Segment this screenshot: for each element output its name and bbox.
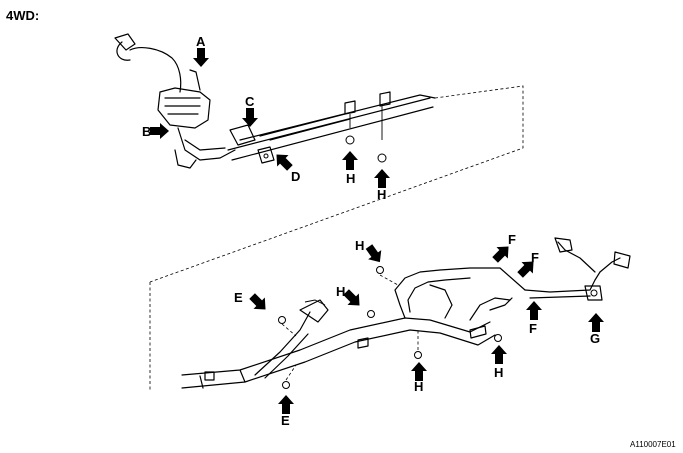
callout-label: H (346, 171, 355, 186)
callout-label: E (234, 290, 243, 305)
lower-brake-line-assembly (181, 237, 631, 389)
callout-label: H (355, 238, 364, 253)
callout-label: H (336, 284, 345, 299)
callout-label: H (494, 365, 503, 380)
figure-code: A110007E01 (630, 440, 676, 449)
callout-label: D (291, 169, 300, 184)
callout-arrow-icon (242, 108, 258, 127)
callout-arrow-icon (246, 290, 272, 316)
callout-arrow-icon (362, 241, 387, 267)
callout-arrow-icon (491, 345, 507, 364)
diagram-title: 4WD: (6, 8, 39, 23)
callout-arrow-icon (374, 169, 390, 188)
callout-label: B (142, 124, 151, 139)
callout-label: A (196, 34, 206, 49)
callout-arrow-icon (588, 313, 604, 332)
callout-arrow-icon (278, 395, 294, 414)
callout-arrow-icon (193, 48, 209, 67)
callout-arrow-icon (150, 123, 169, 139)
callout-label: G (590, 331, 600, 346)
callout-label: E (281, 413, 290, 428)
callout-label: C (245, 94, 255, 109)
upper-brake-line-assembly (114, 33, 436, 169)
callout-arrow-icon (342, 151, 358, 170)
callout-label: F (531, 250, 539, 265)
callout-arrow-icon (526, 301, 542, 320)
callout-label: F (508, 232, 516, 247)
callout-label: H (377, 187, 386, 202)
callout-label: F (529, 321, 537, 336)
callout-label: H (414, 379, 423, 394)
dashed-connector-line (149, 85, 524, 283)
